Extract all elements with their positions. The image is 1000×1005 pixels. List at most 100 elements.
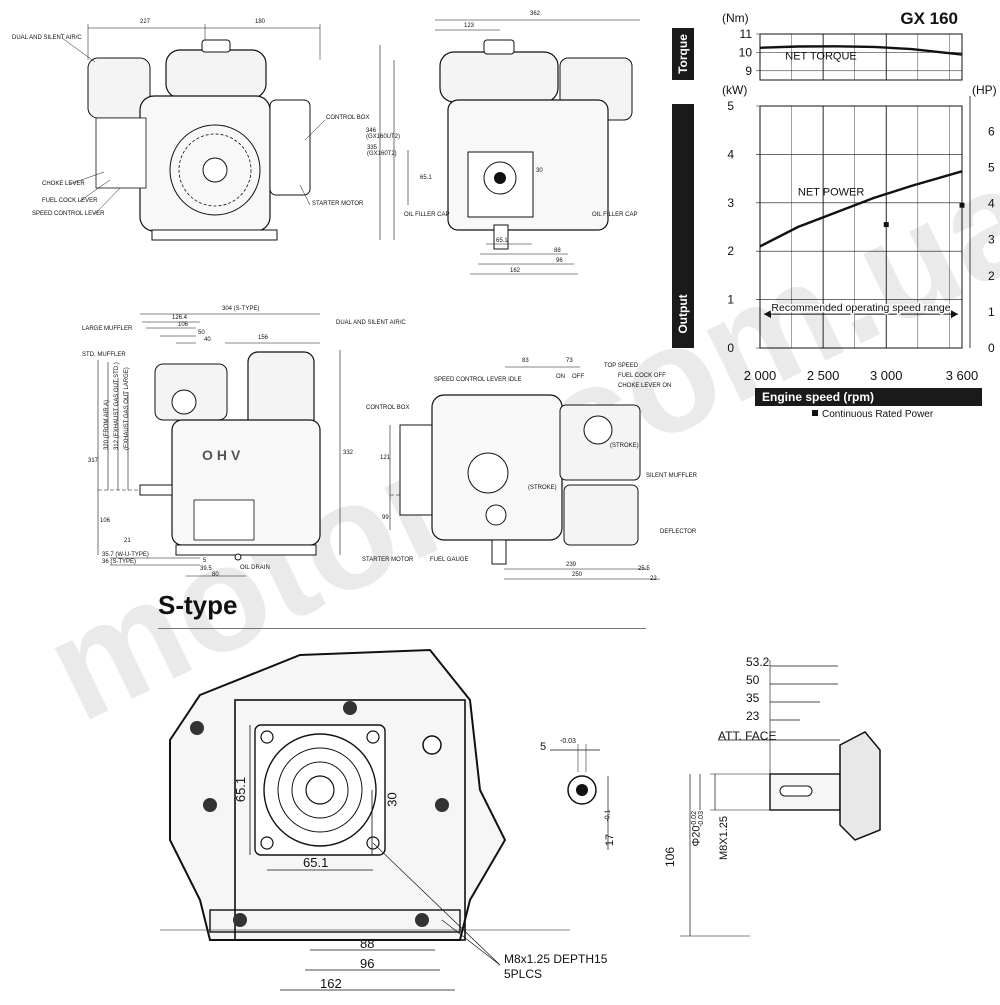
kw-unit-label: (kW): [722, 83, 747, 97]
s-dim-65-1-v: 65.1: [233, 776, 249, 803]
kw-tick-label: 0: [727, 341, 734, 355]
continuous-rated-point: [959, 202, 965, 208]
output-band-label: Output: [676, 294, 690, 334]
label-std-muffler: STD. MUFFLER: [82, 352, 126, 358]
range-arrow-left-head: [764, 310, 771, 319]
kw-tick-label: 3: [727, 196, 734, 210]
rear-dim-99: 99: [382, 515, 389, 521]
top-dim-332: 332: [343, 450, 354, 456]
rear-dim-250: 250: [572, 572, 583, 578]
label-on: ON: [556, 374, 565, 380]
hp-tick-label: 4: [988, 197, 995, 211]
torque-tick-label: 9: [745, 64, 752, 78]
side-view-svg: [379, 19, 640, 275]
torque-band: Torque: [672, 28, 694, 80]
s-type-flange-drawing: 65.1 30 65.1 88 96 162 M8x1.25 DEPTH15 5…: [140, 640, 607, 1000]
label-control-box: CONTROL BOX: [326, 115, 370, 121]
shaft-diameter: Φ20: [690, 825, 703, 847]
rear-dim-239: 239: [566, 562, 577, 568]
range-label: Recommended operating speed range: [771, 302, 950, 314]
label-off: OFF: [572, 374, 584, 380]
x-tick-label: 3 600: [946, 368, 979, 383]
kw-tick-label: 1: [727, 293, 734, 307]
label-starter-motor-rear: STARTER MOTOR: [362, 557, 414, 563]
front-dim-180: 180: [255, 19, 266, 25]
output-band: Output: [672, 104, 694, 348]
side-dim-335: 335 (GX160T2): [367, 145, 397, 157]
label-fuel-cock-off: FUEL COCK OFF: [618, 373, 666, 379]
key-height-17: 17: [604, 833, 617, 847]
rear-dim-83: 83: [522, 358, 529, 364]
top-dim-21: 21: [124, 538, 131, 544]
rear-dim-121: 121: [380, 455, 391, 461]
svg-text:OHV: OHV: [202, 447, 244, 463]
side-view-drawing: 362 123 346 (GX160UT2) 335 (GX160T2) 65.…: [360, 0, 670, 290]
continuous-rated-point: [883, 222, 889, 228]
key-dim-5: 5: [540, 741, 547, 753]
label-fuel-cock-lever: FUEL COCK LEVER: [42, 198, 98, 204]
s-dim-30: 30: [384, 792, 400, 807]
shaft-thread: M8X1.25: [718, 815, 731, 861]
top-dim-50: 50: [198, 330, 205, 336]
shaft-dim-106: 106: [663, 846, 678, 868]
rear-view-drawing: 83 73 121 99 239 250 25.5 22 SPEED CONTR…: [360, 355, 700, 590]
s-type-shaft-svg: [680, 660, 881, 937]
top-dim-106: 106: [178, 322, 189, 328]
label-stroke-1: (STROKE): [610, 443, 639, 449]
front-view-drawing: 227 180 DUAL AND SILENT AIR/C CHOKE LEVE…: [0, 0, 369, 290]
label-stroke-2: (STROKE): [528, 485, 557, 491]
rear-dim-25-5: 25.5: [638, 566, 650, 572]
s-dim-162: 162: [320, 976, 342, 991]
hp-tick-label: 3: [988, 233, 995, 247]
label-top-speed: TOP SPEED: [604, 363, 639, 369]
vertical-label-exhaust-large: (EXHAUST GAS OUT LARGE): [124, 367, 130, 450]
top-dim-304: 304 (S-TYPE): [222, 306, 260, 312]
kw-tick-label: 5: [727, 99, 734, 113]
side-dim-346: 346 (GX160UT2): [366, 128, 401, 140]
top-dim-106-v: 106: [100, 518, 111, 524]
s-dim-88: 88: [360, 936, 375, 951]
torque-unit-label: (Nm): [722, 11, 749, 25]
top-dim-317: 317: [88, 458, 99, 464]
chart-grid: [755, 33, 982, 406]
top-view-drawing: OHV 304 (S-TYPE) 126.4 106 50 40 156 317…: [0, 300, 406, 580]
rear-dim-73: 73: [566, 358, 573, 364]
label-choke-lever: CHOKE LEVER: [42, 181, 85, 187]
top-dim-126-4: 126.4: [172, 315, 188, 321]
torque-series-label: NET TORQUE: [785, 50, 857, 62]
hp-tick-label: 2: [988, 269, 995, 283]
power-series-label: NET POWER: [798, 187, 864, 199]
top-view-svg: OHV: [97, 313, 341, 577]
label-choke-lever-on: CHOKE LEVER ON: [618, 383, 672, 389]
label-fuel-gauge: FUEL GAUGE: [430, 557, 469, 563]
key-tol: -0.03: [560, 738, 576, 745]
s-type-key-svg: [550, 744, 609, 850]
shaft-dim-50: 50: [746, 673, 760, 687]
side-dim-30: 30: [536, 168, 543, 174]
s-dim-96: 96: [360, 956, 375, 971]
label-speed-control-idle: SPEED CONTROL LEVER IDLE: [434, 377, 522, 383]
shaft-dim-53-2: 53.2: [746, 655, 770, 669]
side-dim-162: 162: [510, 268, 521, 274]
hp-tick-label: 0: [988, 341, 995, 355]
label-large-muffler: LARGE MUFFLER: [82, 326, 133, 332]
s-type-title: S-type: [158, 590, 238, 620]
kw-tick-label: 2: [727, 244, 734, 258]
label-silent-muffler: SILENT MUFFLER: [646, 473, 697, 479]
torque-tick-label: 11: [740, 27, 753, 41]
xlabel-band: [755, 388, 982, 406]
label-speed-control-lever: SPEED CONTROL LEVER: [32, 211, 105, 217]
s-type-shaft-view: 53.2 50 35 23 ATT. FACE 106 Φ20 -0.02 -0…: [650, 650, 995, 950]
label-dual-air-cleaner: DUAL AND SILENT AIR/C: [12, 35, 82, 41]
torque-tick-label: 10: [739, 45, 753, 59]
s-type-underline: [158, 628, 646, 629]
label-control-box-rear: CONTROL BOX: [366, 405, 410, 411]
torque-series-line: [759, 45, 963, 56]
key-height-tol: -0.1: [604, 809, 612, 822]
x-axis-label: Engine speed (rpm): [762, 390, 874, 404]
label-oil-filler-cap-left: OIL FILLER CAP: [404, 212, 450, 218]
hp-tick-label: 1: [988, 305, 995, 319]
shaft-att-face: ATT. FACE: [718, 729, 777, 743]
vertical-label-from-air: 320 (FROM AIR A): [104, 399, 110, 450]
